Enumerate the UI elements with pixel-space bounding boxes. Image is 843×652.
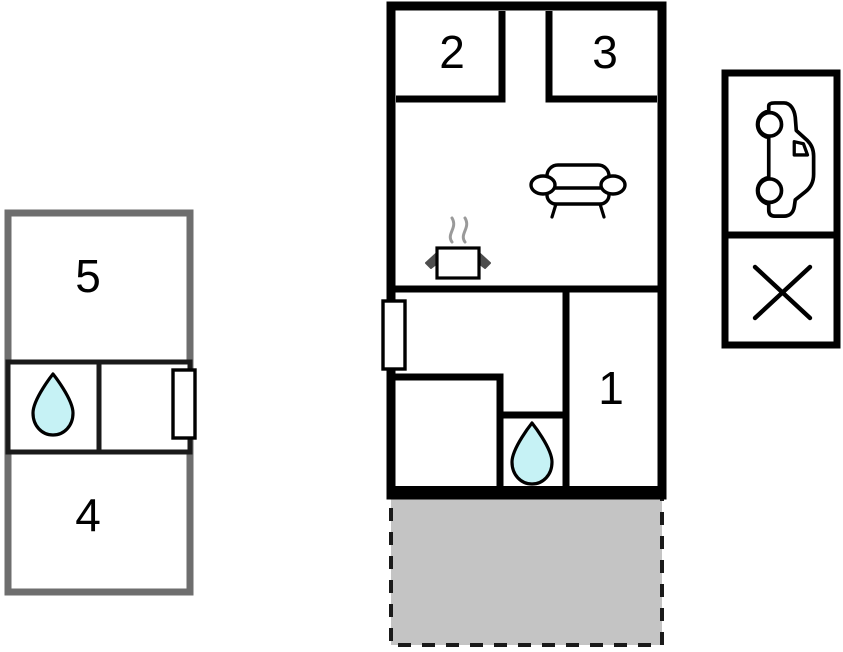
- room-1-label: 1: [598, 362, 624, 414]
- window-icon: [171, 368, 197, 440]
- cross-icon: [752, 264, 813, 321]
- window-icon: [381, 299, 407, 371]
- room-4: 4: [75, 489, 101, 541]
- water-drop-icon: [510, 421, 554, 486]
- room-5: 5: [75, 250, 101, 302]
- room-2-label: 2: [439, 26, 465, 78]
- water-drop-icon: [31, 372, 75, 437]
- sofa-icon: [529, 163, 627, 219]
- terrace-outline: [389, 493, 664, 647]
- room-3-walls: [545, 11, 657, 103]
- room-bath-main: [498, 411, 566, 486]
- amenity-panel: [721, 69, 841, 349]
- cooking-pot-icon: [425, 216, 491, 280]
- room-store-main: [394, 373, 504, 491]
- main-building: 2 3 1: [381, 1, 667, 647]
- room-3: 3: [545, 11, 657, 103]
- terrace-area: [389, 493, 664, 647]
- room-5-label: 5: [75, 250, 101, 302]
- window-left-east: [171, 368, 197, 440]
- no-entry-cell: [752, 264, 813, 321]
- car-icon: [755, 101, 816, 218]
- main-building-south-wall: [387, 486, 666, 495]
- room-3-label: 3: [592, 26, 618, 78]
- room-store-walls: [394, 373, 504, 491]
- room-4-label: 4: [75, 489, 101, 541]
- left-building: 5 4: [4, 209, 197, 596]
- room-2: 2: [396, 11, 506, 103]
- room-2-walls: [396, 11, 506, 103]
- window-main-west: [381, 299, 407, 371]
- parking-cell: [755, 101, 816, 218]
- room-1: 1: [598, 362, 624, 414]
